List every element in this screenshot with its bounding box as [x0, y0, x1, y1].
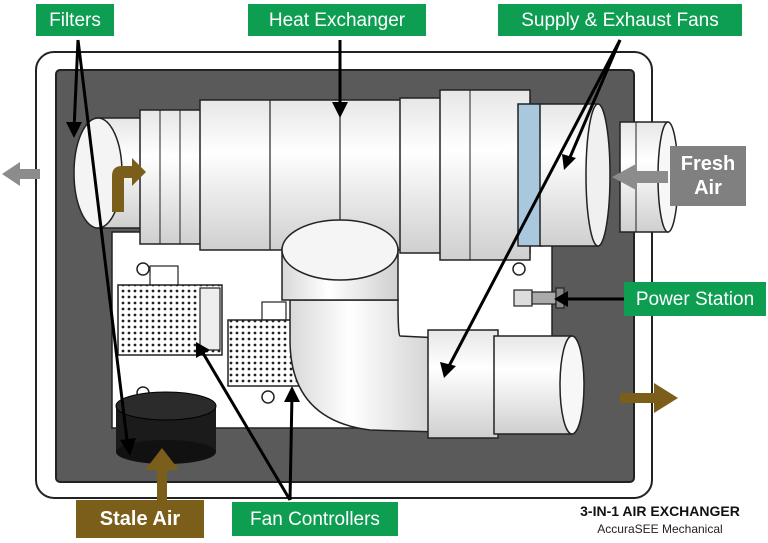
filters-label: Filters: [36, 4, 114, 36]
fresh-air-label-line2: Air: [694, 177, 722, 199]
exhaust-outlet-arrow: [2, 162, 40, 186]
diagram-credit: AccuraSEE Mechanical: [597, 522, 723, 536]
fan-controller-left: [117, 265, 223, 356]
fresh-air-label: Fresh Air: [670, 146, 746, 206]
stale-air-label: Stale Air: [76, 500, 204, 538]
mount-hole: [136, 262, 150, 276]
elbow-pipe: [281, 219, 585, 439]
fresh-air-label-line1: Fresh: [680, 153, 736, 175]
mount-hole: [261, 390, 275, 404]
supply-exhaust-fans-label: Supply & Exhaust Fans: [498, 4, 742, 36]
fresh-air-arrow: [612, 164, 668, 190]
supply-outlet-arrow: [620, 383, 678, 413]
diagram-title: 3-IN-1 AIR EXCHANGER: [580, 503, 740, 519]
heat-exchanger-label: Heat Exchanger: [248, 4, 426, 36]
pointer-lines: [72, 39, 624, 501]
stale-air-arrow: [145, 448, 179, 500]
pointer-arrowheads: [66, 102, 576, 456]
fan-controllers-label: Fan Controllers: [232, 502, 398, 536]
mount-hole: [512, 262, 526, 276]
airflow-turn-arrow: [112, 158, 146, 212]
power-station-label: Power Station: [624, 282, 766, 316]
fan-band: [517, 103, 543, 247]
